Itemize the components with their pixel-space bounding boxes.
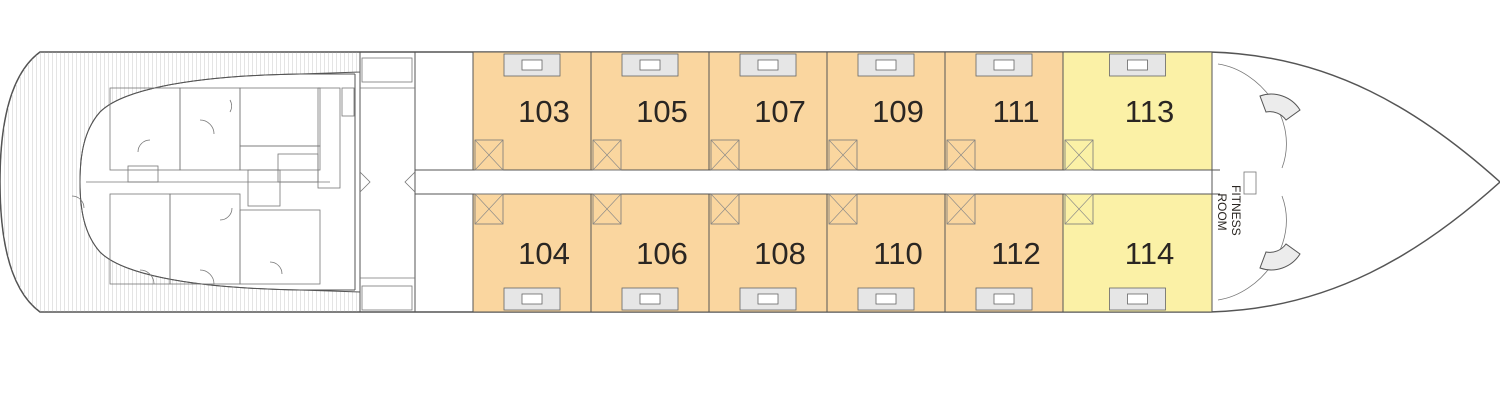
balcony-seat [521,293,543,305]
cabins-top-row: 103 105 107 109 111 113 [472,51,1213,171]
bathroom-block [1064,139,1094,171]
cabin-number: 104 [518,236,570,271]
bathroom-block [592,193,622,225]
cabin-113[interactable]: 113 [1062,51,1213,171]
balcony-seat [639,59,661,71]
balcony-seat [639,293,661,305]
bathroom-mark [1064,193,1094,225]
cabin-number: 111 [992,94,1039,129]
cabin-107[interactable]: 107 [708,51,828,171]
cabin-104[interactable]: 104 [472,193,592,313]
cabin-number: 108 [754,236,806,271]
bathroom-mark [828,193,858,225]
bathroom-mark [592,193,622,225]
cabin-106[interactable]: 106 [590,193,710,313]
bathroom-block [1064,193,1094,225]
bathroom-block [946,139,976,171]
bathroom-mark [946,193,976,225]
bathroom-mark [592,139,622,171]
balcony-seat [875,59,897,71]
bathroom-mark [474,193,504,225]
bathroom-block [474,139,504,171]
cabin-number: 109 [872,94,924,129]
balcony-seat [1127,59,1148,71]
balcony-seat [993,59,1015,71]
fitness-room-line2: ROOM [1215,193,1229,230]
cabin-number: 112 [991,236,1040,271]
balcony-seat [875,293,897,305]
cabin-108[interactable]: 108 [708,193,828,313]
cabin-number: 105 [636,94,688,129]
balcony-seat [993,293,1015,305]
fitness-room-label: FITNESS ROOM [1215,185,1243,239]
bathroom-mark [710,139,740,171]
cabin-111[interactable]: 111 [944,51,1064,171]
balcony-seat [1127,293,1148,305]
cabin-105[interactable]: 105 [590,51,710,171]
bathroom-mark [474,139,504,171]
cabin-number: 103 [518,94,570,129]
bathroom-mark [946,139,976,171]
fitness-room-line1: FITNESS [1229,185,1243,236]
bathroom-block [710,139,740,171]
cabin-number: 106 [636,236,688,271]
cabin-103[interactable]: 103 [472,51,592,171]
cabin-112[interactable]: 112 [944,193,1064,313]
balcony-seat [521,59,543,71]
cabin-109[interactable]: 109 [826,51,946,171]
bathroom-mark [1064,139,1094,171]
bow-staircase-bottom [1259,243,1301,271]
cabin-number: 107 [754,94,806,129]
cabin-110[interactable]: 110 [826,193,946,313]
stern-service-area [71,73,356,291]
bathroom-mark [828,139,858,171]
bow-staircase-top [1259,93,1301,121]
bathroom-block [946,193,976,225]
central-lobby [359,52,416,312]
bathroom-block [828,193,858,225]
cabin-floor [708,193,828,313]
cabin-number: 110 [873,236,922,271]
balcony-seat [757,293,779,305]
bathroom-block [710,193,740,225]
bow-area [1211,52,1301,312]
cabin-114[interactable]: 114 [1062,193,1213,313]
bathroom-block [474,193,504,225]
bathroom-block [592,139,622,171]
cabin-number: 113 [1125,94,1174,129]
bathroom-block [828,139,858,171]
cabin-number: 114 [1125,236,1174,271]
balcony-seat [757,59,779,71]
cabins-bottom-row: 104 106 108 110 112 114 [472,193,1213,313]
bathroom-mark [710,193,740,225]
